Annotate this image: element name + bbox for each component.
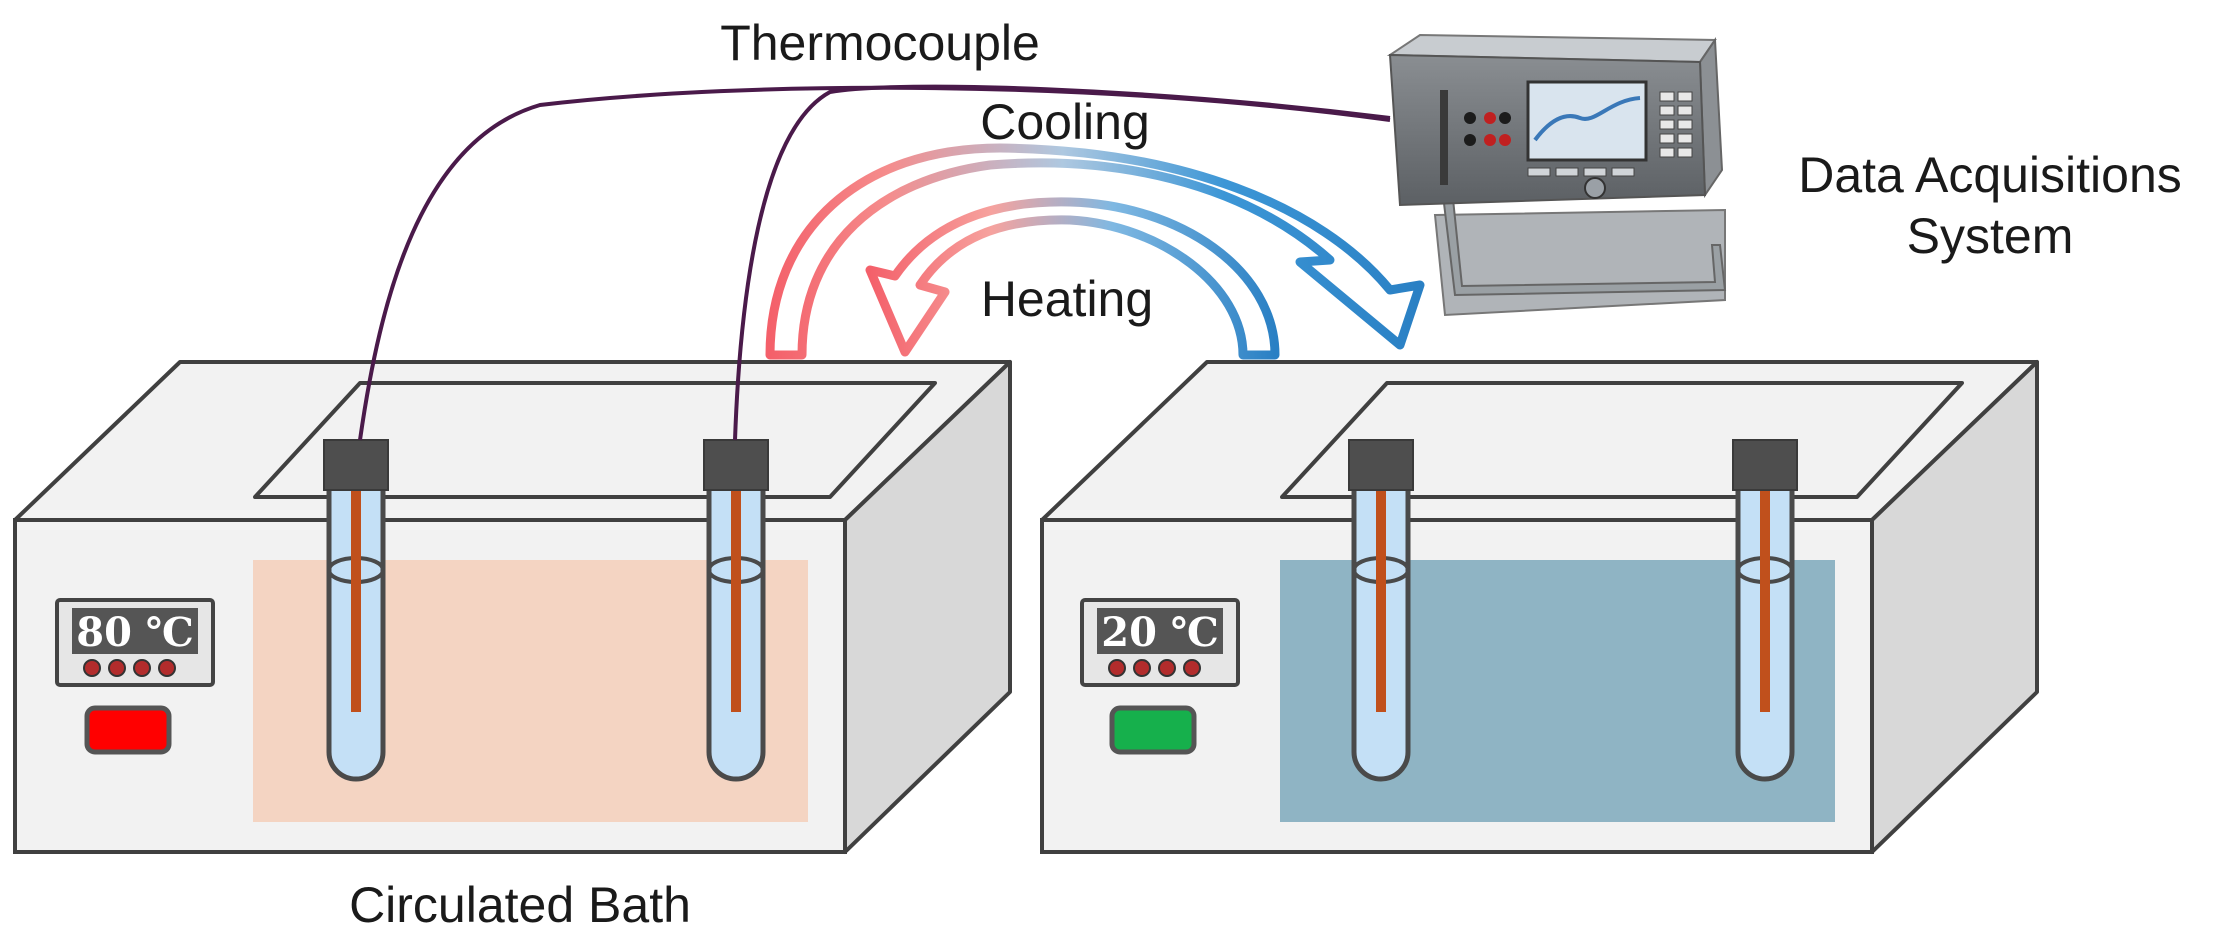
data-acquisition-device-icon — [1386, 33, 1727, 317]
control-knob — [1158, 659, 1176, 677]
circulated-bath-label: Circulated Bath — [349, 877, 691, 933]
heating-label: Heating — [981, 271, 1153, 327]
test-tube — [1348, 439, 1414, 782]
test-tube — [703, 439, 769, 782]
cold-bath-controller: 20 ℃ — [1080, 598, 1240, 687]
thermocouple-probe — [1376, 470, 1386, 712]
device-screen-trace — [1533, 96, 1641, 142]
hot-bath-controller: 80 ℃ — [55, 598, 215, 687]
hot-bath: 80 ℃ — [13, 360, 1012, 854]
thermocouple-probe — [1760, 470, 1770, 712]
device-soft-keys — [1527, 167, 1635, 177]
tube-stopper — [703, 439, 769, 491]
temperature-readout: 80 ℃ — [76, 609, 194, 656]
control-knob — [1133, 659, 1151, 677]
test-tube — [323, 439, 389, 782]
tube-stopper — [1348, 439, 1414, 491]
device-input-jacks — [1464, 112, 1511, 146]
control-knob — [1108, 659, 1126, 677]
control-knob — [158, 659, 176, 677]
cooling-label: Cooling — [980, 94, 1150, 150]
tube-stopper — [323, 439, 389, 491]
daq-label-line1: Data Acquisitions — [1798, 147, 2182, 203]
test-tube — [1732, 439, 1798, 782]
thermocouple-wire — [733, 84, 1391, 441]
control-knob — [83, 659, 101, 677]
thermocouple-probe — [731, 470, 741, 712]
cold-bath: 20 ℃ — [1040, 360, 2039, 854]
control-knob — [1183, 659, 1201, 677]
temperature-display — [1097, 608, 1223, 654]
heating-arrow — [865, 197, 1280, 360]
device-keypad — [1659, 91, 1693, 158]
thermocouple-wires — [358, 84, 1391, 441]
device-screen — [1526, 80, 1648, 162]
temperature-display — [72, 608, 198, 654]
tube-stopper — [1732, 439, 1798, 491]
thermocouple-label: Thermocouple — [720, 15, 1040, 71]
status-indicator — [1109, 705, 1197, 755]
control-knob — [133, 659, 151, 677]
daq-label-line2: System — [1907, 208, 2074, 264]
device-navigation-dial — [1584, 177, 1606, 199]
thermocouple-probe — [351, 470, 361, 712]
status-indicator — [84, 705, 172, 755]
device-handle — [1438, 169, 1727, 297]
temperature-readout: 20 ℃ — [1101, 609, 1219, 656]
cooling-arrow — [765, 143, 1425, 360]
control-knob — [108, 659, 126, 677]
